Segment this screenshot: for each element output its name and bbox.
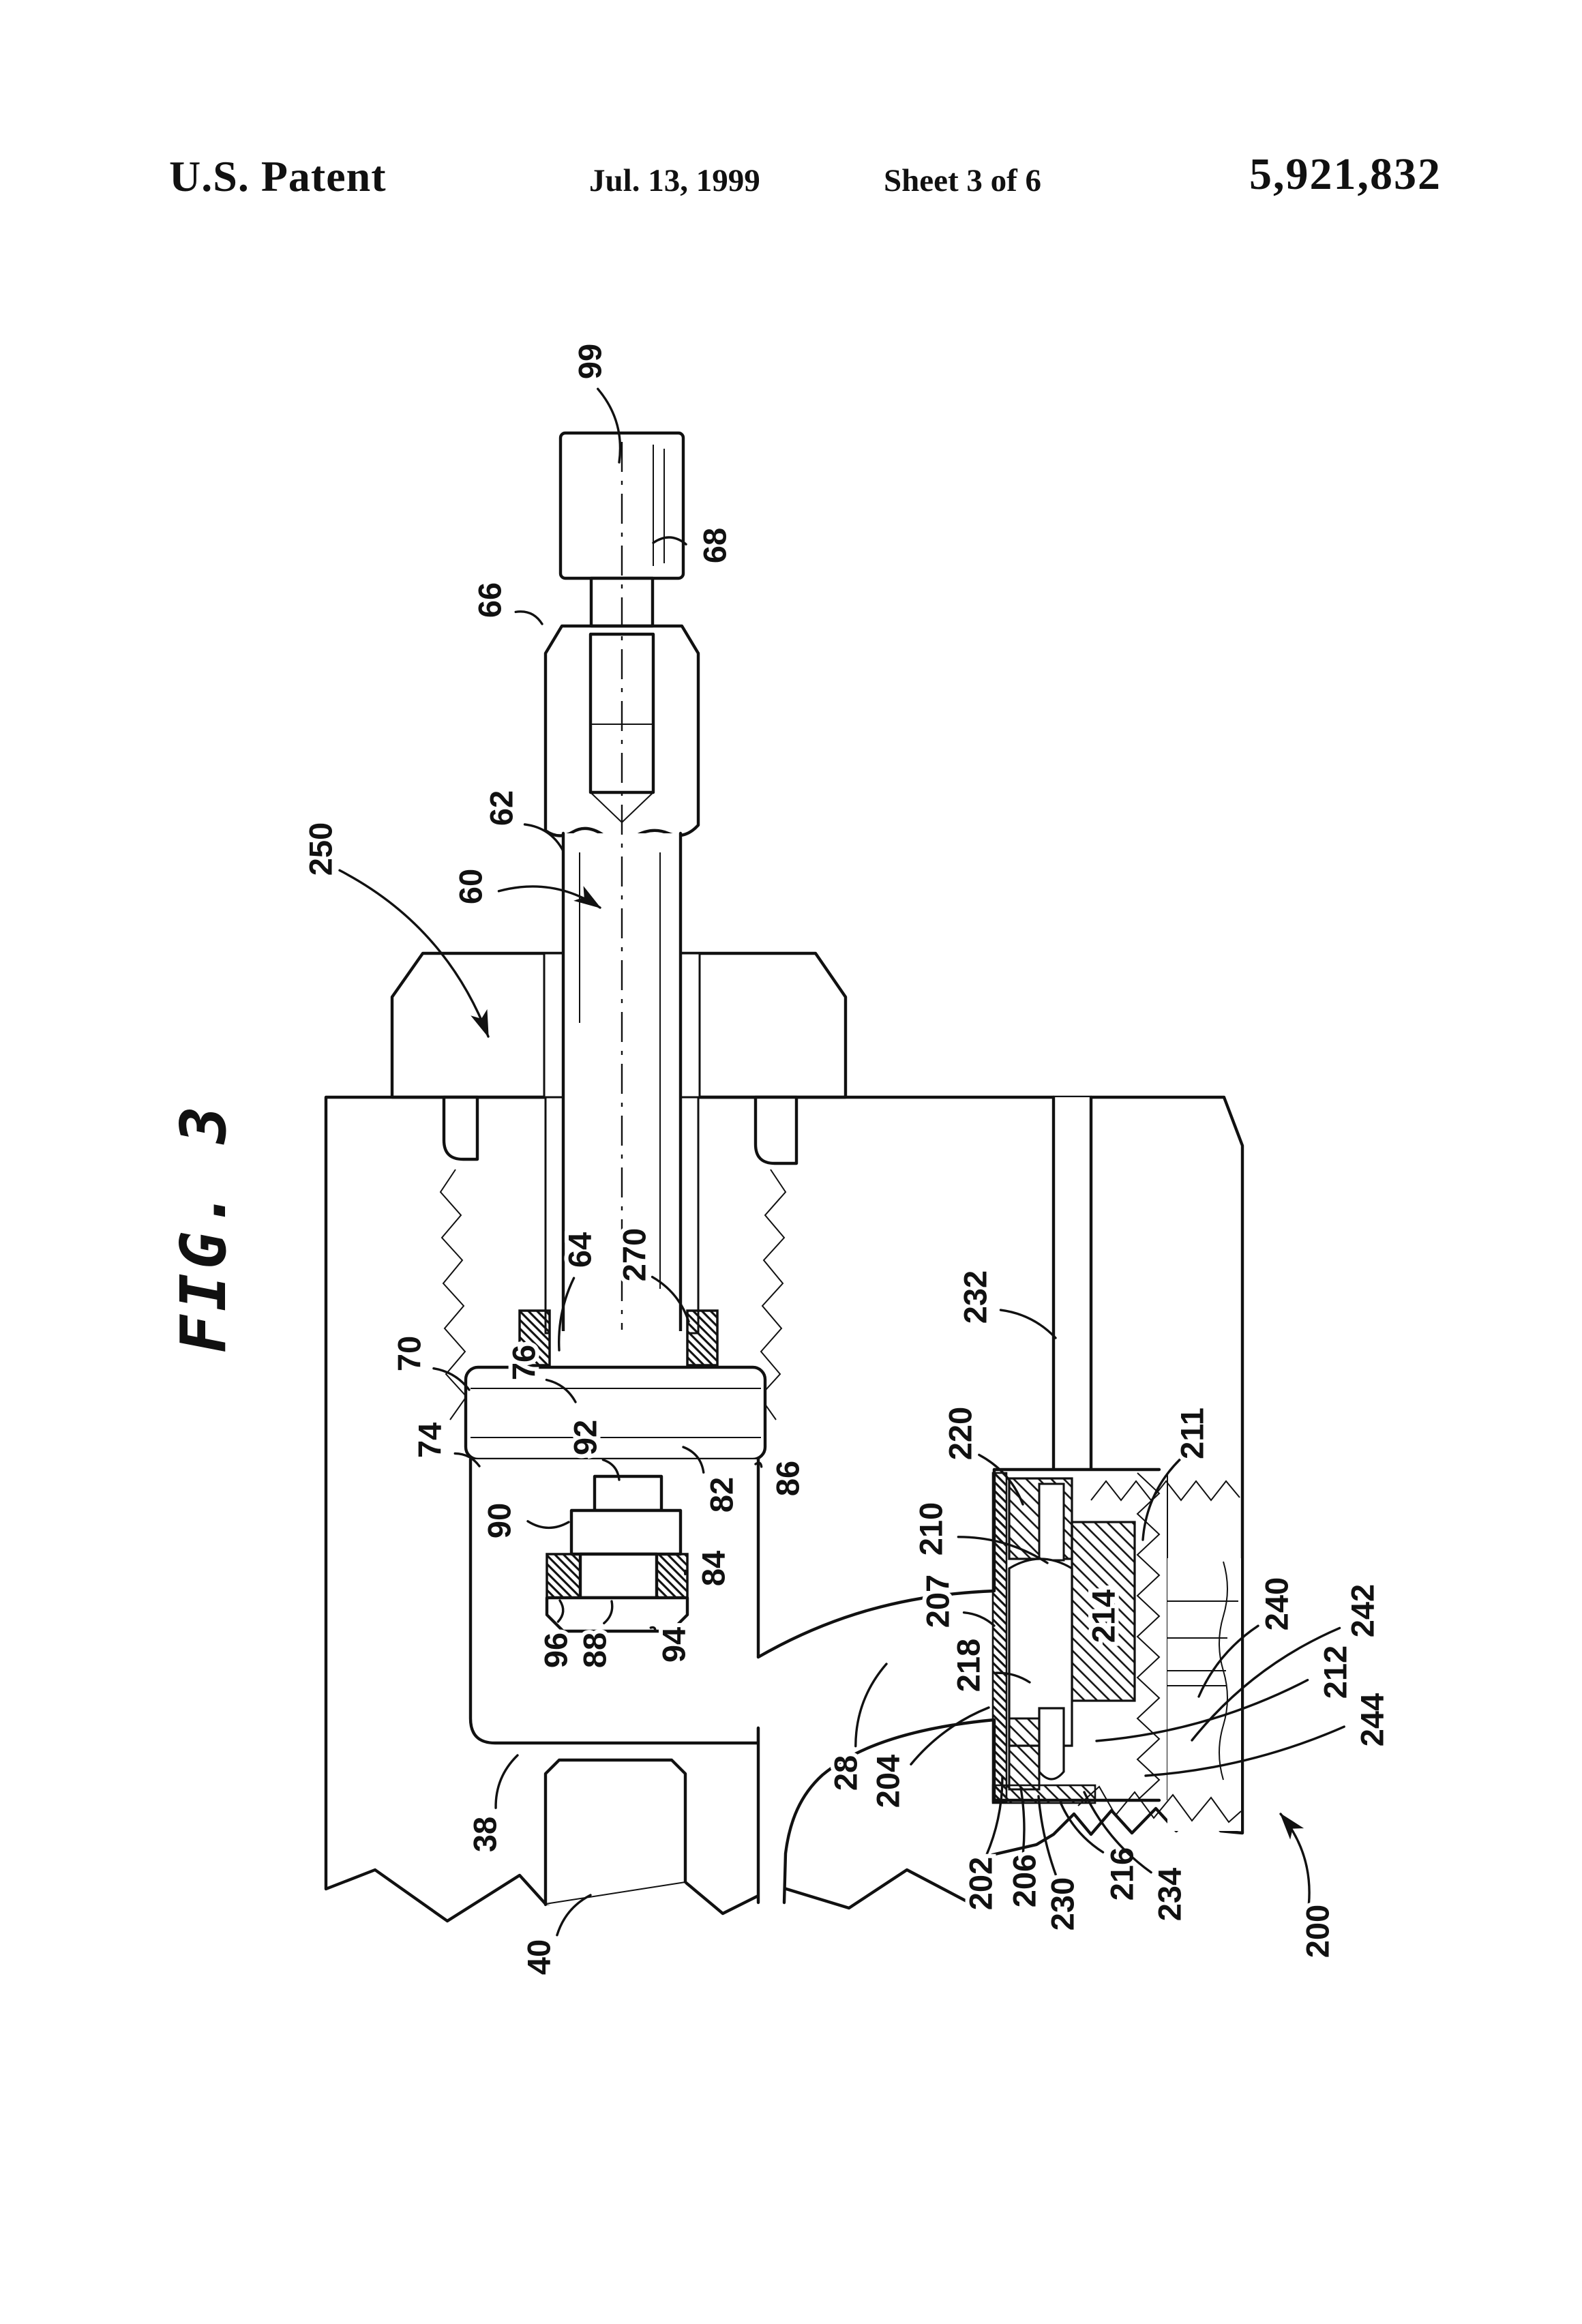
leader-200 — [1279, 1813, 1311, 1905]
patent-number: 5,921,832 — [1249, 149, 1442, 199]
leader-206 — [1019, 1787, 1026, 1853]
valve-plug — [545, 1474, 689, 1633]
ref-label-64: 64 — [562, 1232, 598, 1268]
leader-210 — [957, 1536, 1049, 1564]
figure-caption: FIG. 3 — [167, 1102, 240, 1353]
leader-62 — [523, 823, 565, 852]
ref-label-240: 240 — [1259, 1577, 1295, 1630]
leader-82 — [682, 1446, 705, 1474]
ref-label-94: 94 — [656, 1627, 692, 1663]
seal-left — [518, 1309, 551, 1367]
leader-212 — [1095, 1678, 1309, 1742]
ref-label-242: 242 — [1345, 1584, 1381, 1637]
ref-label-99: 99 — [572, 344, 608, 379]
ref-label-60: 60 — [453, 869, 489, 904]
ref-label-90: 90 — [481, 1503, 518, 1538]
leader-40 — [556, 1894, 592, 1937]
leader-70 — [432, 1367, 471, 1391]
ref-label-92: 92 — [567, 1420, 603, 1455]
outlet-nipple-elevation — [1077, 1558, 1242, 1831]
leader-270 — [651, 1275, 690, 1323]
leader-234 — [1083, 1791, 1152, 1874]
leader-232 — [999, 1309, 1057, 1339]
leader-84 — [683, 1569, 688, 1576]
patent-date: Jul. 13, 1999 — [589, 163, 760, 198]
ref-label-250: 250 — [303, 822, 339, 876]
seal-right — [686, 1309, 719, 1367]
leader-211 — [1141, 1458, 1182, 1541]
ref-label-96: 96 — [538, 1633, 574, 1668]
outlet-channel-40 — [543, 1758, 687, 1907]
stem-clearance-left — [544, 1096, 565, 1335]
bonnet-threads — [439, 1095, 799, 1420]
leader-230 — [1037, 1795, 1058, 1877]
ref-label-88: 88 — [577, 1633, 613, 1668]
stem-clearance-right — [679, 1096, 700, 1335]
leader-60 — [497, 885, 601, 909]
leader-218 — [994, 1671, 1031, 1684]
leader-99 — [597, 387, 622, 464]
ref-label-38: 38 — [467, 1817, 503, 1852]
leader-28 — [854, 1663, 888, 1748]
ref-label-206: 206 — [1006, 1854, 1043, 1907]
ref-label-76: 76 — [506, 1345, 542, 1380]
ref-label-244: 244 — [1354, 1693, 1390, 1746]
ref-label-220: 220 — [942, 1407, 979, 1460]
ref-label-62: 62 — [483, 790, 520, 826]
check-valve-cartridge — [991, 1472, 1240, 1804]
packing-gland — [464, 1365, 767, 1461]
leader-66 — [514, 610, 543, 625]
gauge-channel-232 — [1051, 1095, 1093, 1472]
leader-244 — [1144, 1725, 1345, 1777]
ref-label-68: 68 — [697, 528, 733, 563]
leader-240 — [1197, 1624, 1259, 1698]
leader-86 — [754, 1461, 763, 1468]
leader-76 — [545, 1378, 577, 1403]
ref-label-70: 70 — [391, 1336, 428, 1371]
ref-label-74: 74 — [412, 1422, 448, 1458]
leader-207 — [962, 1611, 996, 1627]
leader-74 — [453, 1452, 481, 1468]
leader-242 — [1191, 1626, 1341, 1742]
ref-label-82: 82 — [704, 1477, 740, 1513]
leader-250 — [338, 869, 490, 1038]
ref-label-200: 200 — [1300, 1905, 1336, 1958]
ref-label-230: 230 — [1045, 1877, 1081, 1931]
ref-label-232: 232 — [957, 1270, 994, 1324]
leader-38 — [494, 1754, 519, 1809]
leader-216 — [1060, 1802, 1105, 1853]
ref-label-66: 66 — [472, 582, 508, 618]
ref-label-218: 218 — [951, 1639, 987, 1692]
leader-64 — [557, 1277, 576, 1352]
ref-label-210: 210 — [913, 1502, 949, 1555]
leader-96 — [556, 1599, 565, 1623]
ref-label-84: 84 — [696, 1551, 732, 1586]
ref-label-204: 204 — [870, 1755, 906, 1808]
leader-68 — [652, 536, 687, 546]
leader-202 — [985, 1776, 1004, 1857]
sheet-number: Sheet 3 of 6 — [884, 163, 1042, 198]
valve-stem — [550, 442, 687, 1369]
ref-label-212: 212 — [1317, 1645, 1354, 1699]
ref-label-40: 40 — [521, 1939, 557, 1975]
ref-label-234: 234 — [1152, 1868, 1188, 1921]
ref-label-211: 211 — [1174, 1407, 1210, 1459]
leader-88 — [603, 1600, 614, 1625]
patent-office-title: U.S. Patent — [169, 152, 387, 200]
leader-94 — [649, 1626, 657, 1633]
ref-label-216: 216 — [1104, 1847, 1140, 1901]
ref-label-28: 28 — [828, 1755, 864, 1791]
side-passage-28 — [756, 1589, 996, 1905]
ref-label-202: 202 — [963, 1857, 999, 1910]
ref-label-86: 86 — [770, 1461, 806, 1496]
ref-label-207: 207 — [920, 1575, 956, 1628]
leader-92 — [601, 1458, 621, 1481]
leader-204 — [910, 1706, 990, 1766]
ref-label-270: 270 — [616, 1228, 653, 1281]
leader-90 — [526, 1520, 570, 1530]
ref-label-214: 214 — [1086, 1590, 1122, 1643]
leader-220 — [978, 1453, 1024, 1506]
